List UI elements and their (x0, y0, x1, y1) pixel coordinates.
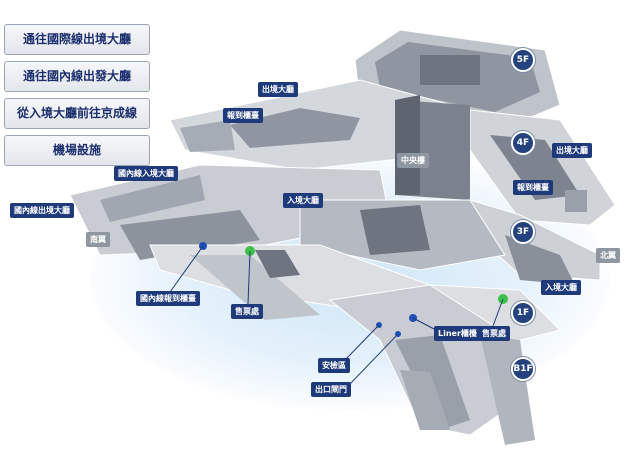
label-north-wing: 北翼 (596, 248, 620, 263)
label-checkin-top[interactable]: 報到櫃臺 (223, 108, 263, 123)
label-central: 中央樓 (397, 153, 429, 168)
menu-facilities-button[interactable]: 機場設施 (4, 135, 150, 166)
label-dom-departure[interactable]: 國內線出境大廳 (10, 203, 74, 218)
label-security[interactable]: 安檢區 (318, 358, 350, 373)
escalator-left (255, 250, 300, 278)
label-south-wing: 南翼 (86, 232, 110, 247)
stair-block (360, 205, 430, 255)
label-ticket-left[interactable]: 售票處 (231, 304, 263, 319)
label-dom-checkin[interactable]: 國內線報到櫃臺 (136, 291, 200, 306)
menu-intl-departure-button[interactable]: 通往國際線出境大廳 (4, 24, 150, 55)
floor-1f-badge[interactable]: 1F (511, 301, 535, 325)
right-lower-block (505, 235, 575, 285)
roof-block (420, 55, 480, 85)
label-checkin-right[interactable]: 報到櫃臺 (513, 180, 553, 195)
floor-3f-badge[interactable]: 3F (511, 220, 535, 244)
floor-5f-badge[interactable]: 5F (511, 48, 535, 72)
b1-platform-left (400, 370, 450, 430)
ramp-left (190, 255, 320, 320)
label-liner[interactable]: Liner櫃檯 (434, 326, 481, 341)
menu-dom-departure-button[interactable]: 通往國內線出發大廳 (4, 61, 150, 92)
label-dep-hall-right[interactable]: 出境大廳 (552, 143, 592, 158)
label-arrival-hall-right[interactable]: 入境大廳 (541, 280, 581, 295)
nav-menu: 通往國際線出境大廳 通往國內線出發大廳 從入境大廳前往京成線 機場設施 (4, 24, 150, 172)
label-dom-arrival[interactable]: 國內線入境大廳 (114, 166, 178, 181)
label-dep-hall-top[interactable]: 出境大廳 (258, 82, 298, 97)
label-exit-gate[interactable]: 出口閘門 (311, 382, 351, 397)
central-tower-face (395, 95, 420, 195)
label-arrival-hall-mid[interactable]: 入境大廳 (283, 193, 323, 208)
arrival-wall-left (100, 175, 205, 222)
floor-4f-badge[interactable]: 4F (511, 131, 535, 155)
checkin-block-right (490, 135, 580, 200)
menu-keisei-button[interactable]: 從入境大廳前往京成線 (4, 98, 150, 129)
roof-strip (180, 120, 235, 152)
floor-b1f-badge[interactable]: B1F (511, 357, 535, 381)
label-ticket-right[interactable]: 售票處 (478, 326, 510, 341)
right-block (565, 190, 587, 212)
